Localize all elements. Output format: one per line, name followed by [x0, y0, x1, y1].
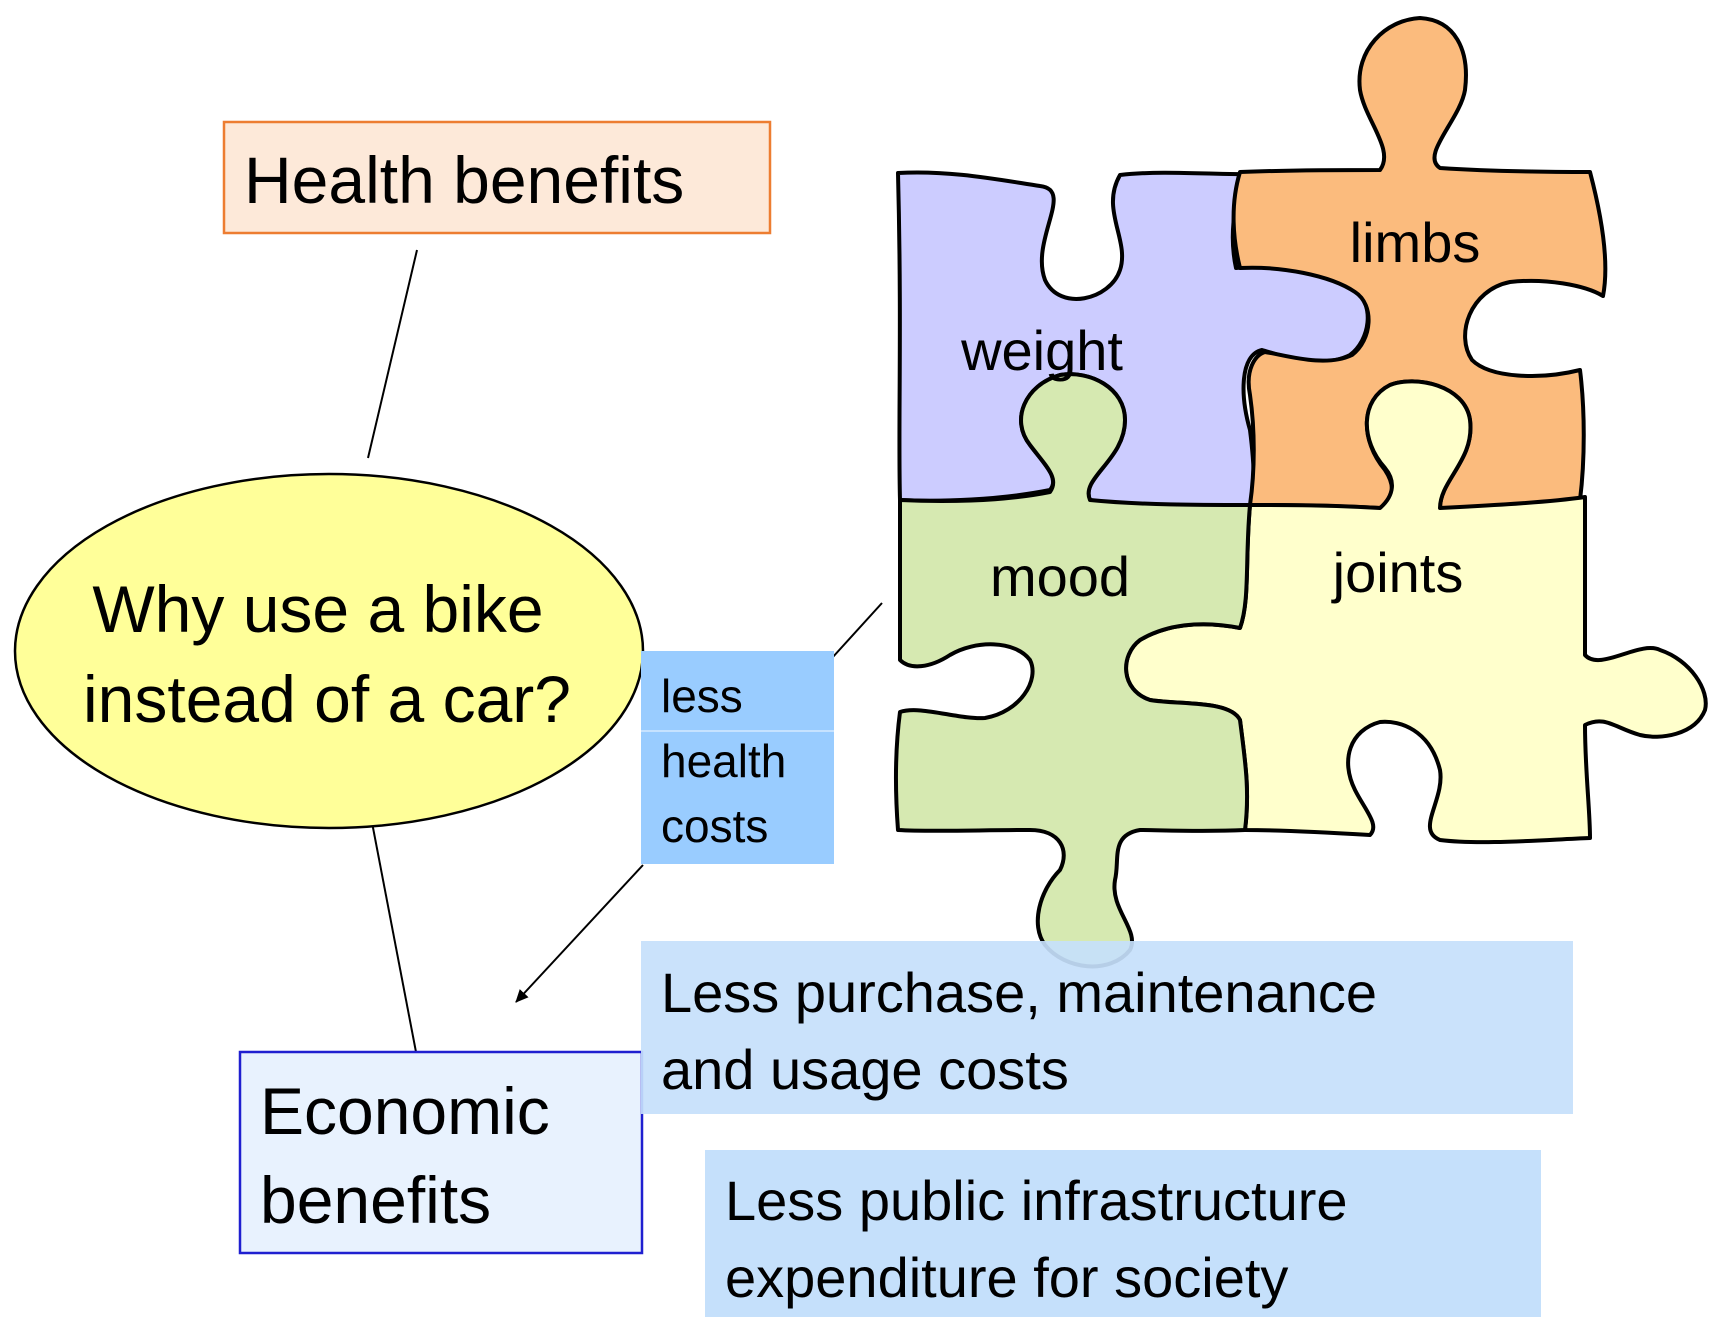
health-costs-line2: health	[661, 735, 786, 787]
connector-health-to-question	[367, 249, 418, 459]
puzzle-label-mood: mood	[990, 545, 1130, 608]
puzzle	[893, 16, 1708, 969]
health-costs-line3: costs	[661, 800, 768, 852]
public-costs-line2: expenditure for society	[725, 1246, 1288, 1309]
purchase-costs-line1: Less purchase, maintenance	[661, 961, 1377, 1024]
health-benefits-label: Health benefits	[244, 143, 684, 217]
economic-benefits-line1: Economic	[260, 1074, 550, 1148]
puzzle-label-weight: weight	[960, 319, 1123, 382]
central-question-ellipse	[13, 472, 645, 830]
puzzle-label-joints: joints	[1331, 541, 1464, 604]
central-question-line1: Why use a bike	[92, 572, 543, 646]
arrow-health-costs-to-economic	[515, 864, 644, 1003]
health-costs-line1: less	[661, 670, 743, 722]
purchase-costs-line2: and usage costs	[661, 1038, 1069, 1101]
economic-benefits-line2: benefits	[260, 1163, 491, 1237]
public-costs-line1: Less public infrastructure	[725, 1169, 1348, 1232]
puzzle-label-limbs: limbs	[1350, 211, 1481, 274]
purchase-costs-box	[641, 941, 1573, 1114]
puzzle-piece-mood	[893, 372, 1252, 969]
central-question-line2: instead of a car?	[83, 662, 571, 736]
economic-benefits-box	[238, 1050, 644, 1255]
health-benefits-box	[222, 120, 772, 235]
connector-question-to-economic	[369, 811, 417, 1053]
public-costs-box	[705, 1150, 1541, 1317]
connector-puzzle-to-health-costs	[831, 602, 883, 659]
health-costs-box	[641, 651, 834, 864]
